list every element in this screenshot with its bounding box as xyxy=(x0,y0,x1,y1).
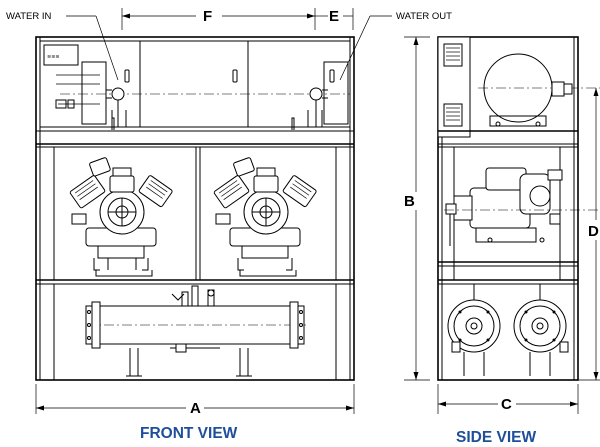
water-in-label: WATER IN xyxy=(6,11,52,22)
side-view-title: SIDE VIEW xyxy=(456,429,536,446)
water-in-callout: WATER IN xyxy=(6,11,119,81)
dimension-f-label: F xyxy=(203,8,212,25)
dimension-a-label: A xyxy=(190,400,201,417)
dimension-f: F xyxy=(121,8,316,30)
front-view-title: FRONT VIEW xyxy=(140,425,238,442)
dimension-e-label: E xyxy=(329,8,339,25)
dimension-b-label: B xyxy=(404,193,415,210)
compressor-front-left xyxy=(69,157,173,271)
front-view: ≋≋≋ xyxy=(35,36,355,381)
water-out-label: WATER OUT xyxy=(396,11,452,22)
svg-text:≋≋≋: ≋≋≋ xyxy=(47,54,60,60)
condenser-side xyxy=(447,284,569,376)
dimension-c-label: C xyxy=(501,396,512,413)
receiver-side xyxy=(478,53,600,127)
dimension-a: A xyxy=(35,384,355,417)
water-out-callout: WATER OUT xyxy=(339,11,452,81)
dimension-b: B xyxy=(404,36,430,381)
side-view xyxy=(437,36,600,381)
compressor-side xyxy=(444,167,600,246)
dimension-d-label: D xyxy=(588,223,599,240)
compressor-front-right xyxy=(213,157,317,271)
dimension-d: D xyxy=(578,88,600,381)
dimension-e: E xyxy=(315,8,354,30)
condenser-front xyxy=(85,285,306,377)
dimension-c: C xyxy=(437,384,579,414)
